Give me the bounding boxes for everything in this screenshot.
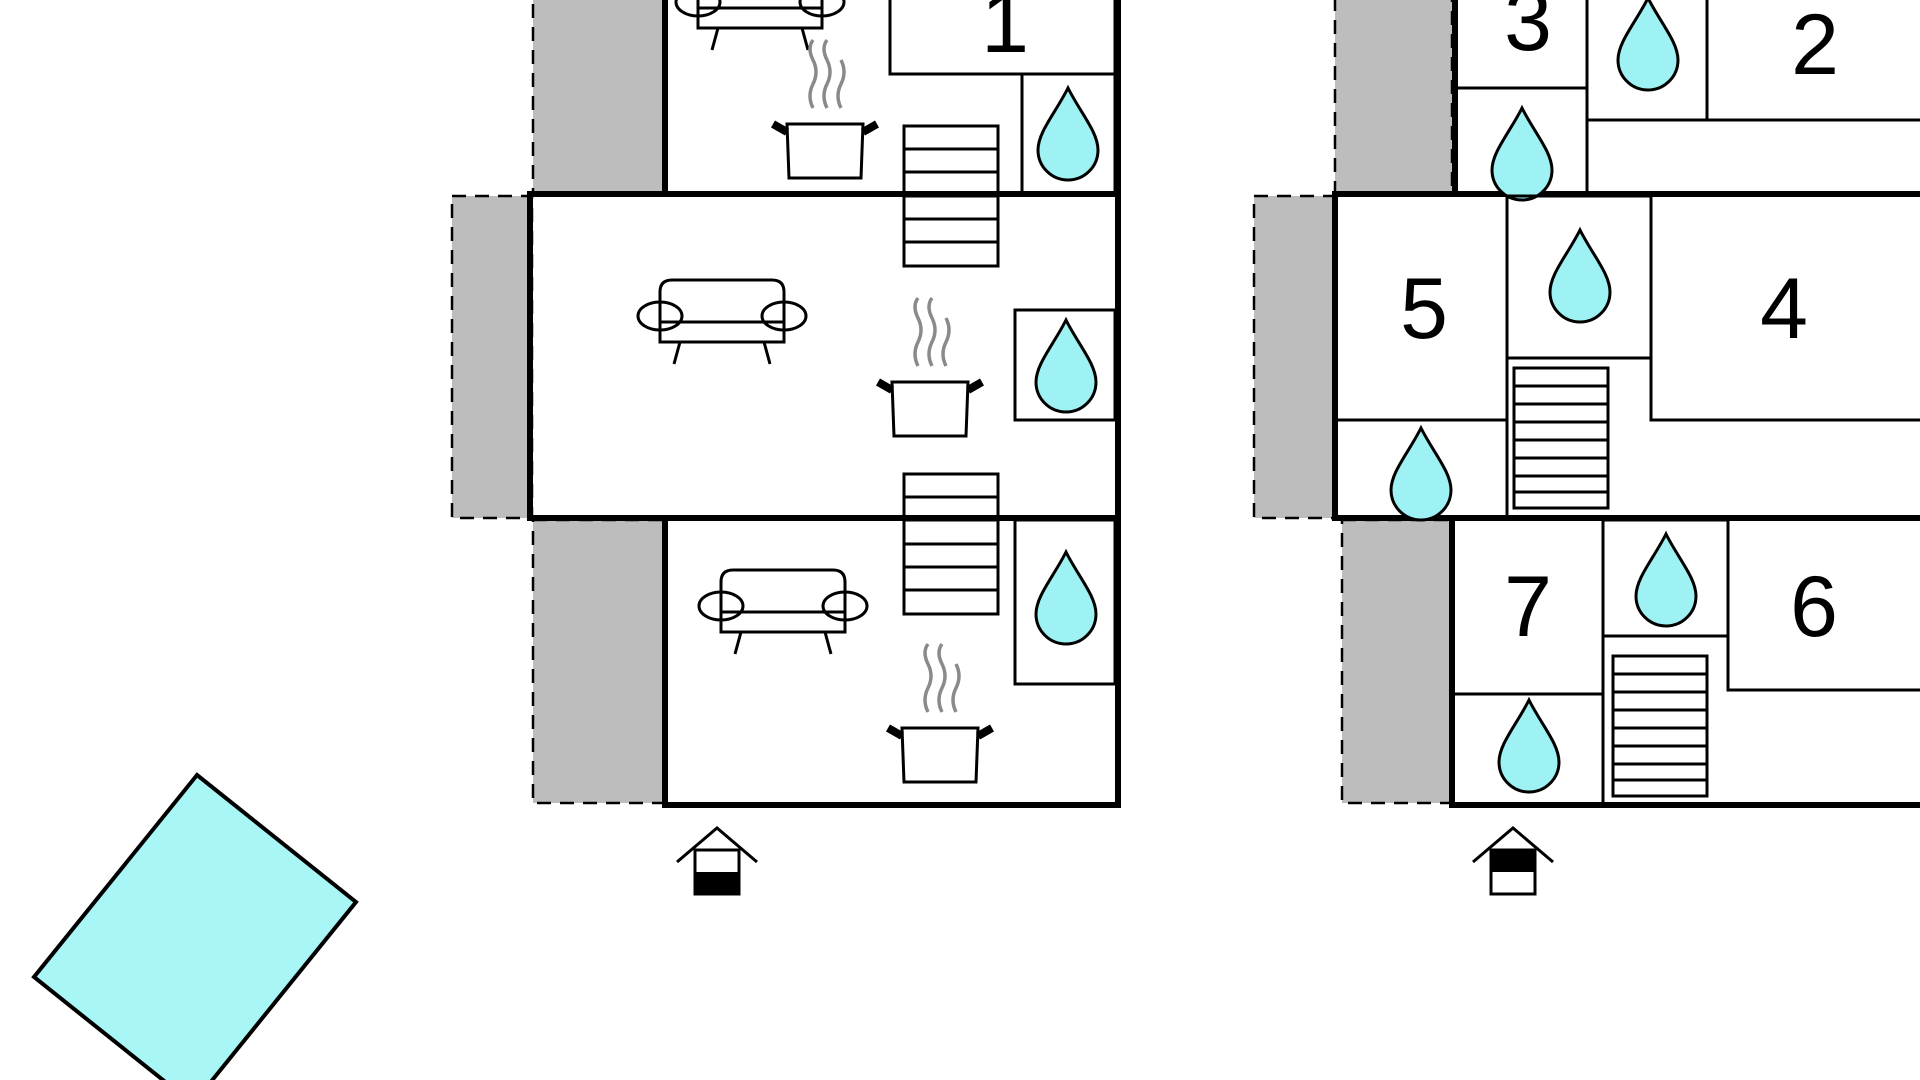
water-drop-icon <box>1548 228 1612 324</box>
cooking-pot-icon <box>888 644 992 782</box>
terrace <box>450 194 534 520</box>
ground-floor-plan: 1 <box>450 0 1121 896</box>
first-floor-plan: 3 2 5 4 7 6 <box>1252 0 1920 896</box>
cooking-pot-icon <box>773 40 877 178</box>
water-drop-icon <box>1034 318 1098 414</box>
water-drop-icon <box>1389 426 1453 522</box>
water-drop-icon <box>1616 0 1680 92</box>
sofa-icon <box>674 0 846 52</box>
water-drop-icon <box>1634 532 1698 628</box>
staircase-icon <box>1512 366 1610 510</box>
room-number-7: 7 <box>1504 559 1552 655</box>
room-number-6: 6 <box>1790 559 1838 655</box>
sofa-icon <box>697 568 869 656</box>
staircase-icon <box>1611 654 1709 798</box>
terrace <box>1333 0 1454 196</box>
room-number-1: 1 <box>981 0 1029 71</box>
water-drop-icon <box>1036 86 1100 182</box>
cooking-pot-icon <box>878 298 982 436</box>
room-number-4: 4 <box>1760 261 1808 357</box>
sofa-icon <box>636 278 808 366</box>
terrace <box>531 0 667 196</box>
pool <box>31 772 359 1080</box>
room-number-5: 5 <box>1400 261 1448 357</box>
room-number-3: 3 <box>1504 0 1552 69</box>
terrace <box>1252 194 1336 520</box>
water-drop-icon <box>1490 106 1554 202</box>
terrace <box>1340 518 1454 805</box>
water-drop-icon <box>1034 550 1098 646</box>
terrace <box>531 518 667 805</box>
staircase-icon <box>902 472 1000 616</box>
entrance-icon <box>676 826 758 896</box>
room-number-2: 2 <box>1791 0 1839 93</box>
staircase-icon <box>902 124 1000 268</box>
entrance-icon <box>1472 826 1554 896</box>
water-drop-icon <box>1497 698 1561 794</box>
